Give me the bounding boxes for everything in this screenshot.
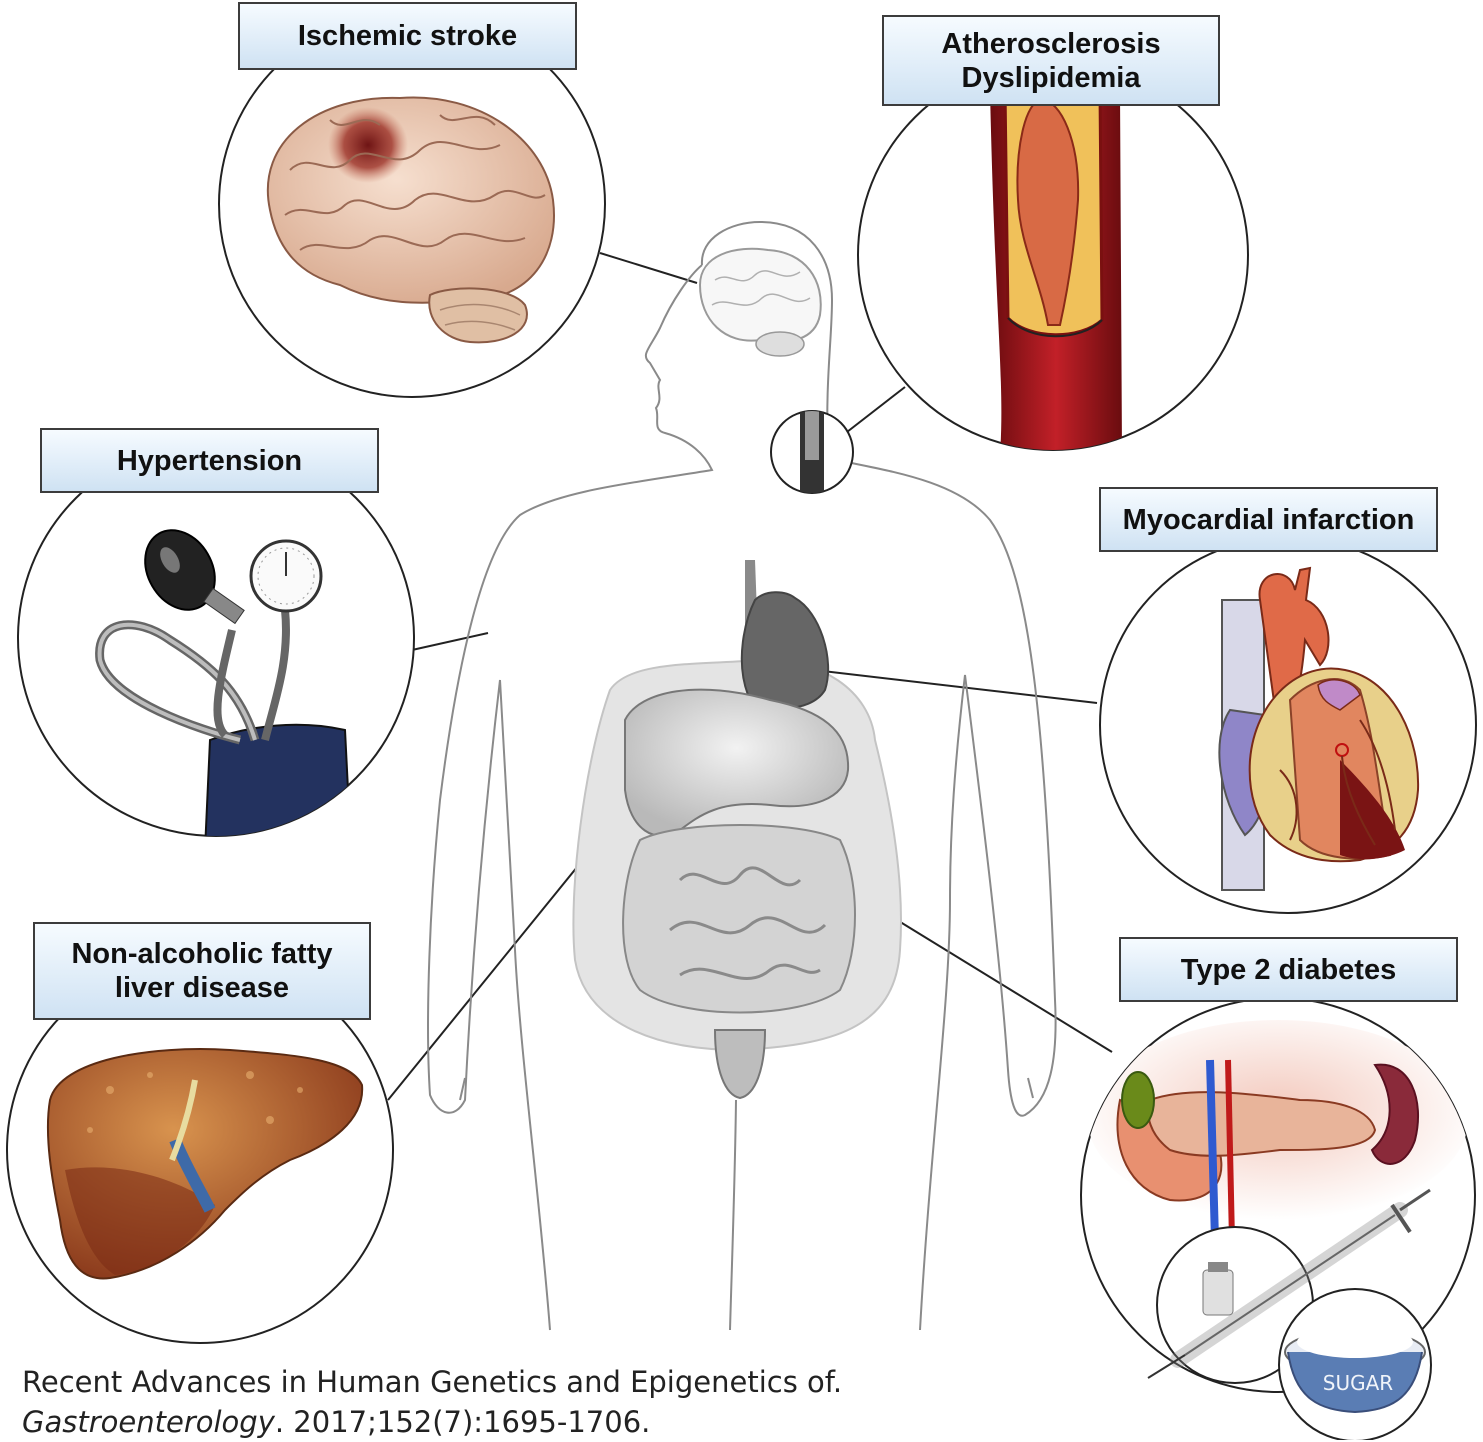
label-type2-diabetes: Type 2 diabetes: [1119, 937, 1458, 1002]
label-type2-diabetes-text: Type 2 diabetes: [1181, 953, 1396, 987]
citation-line2: Gastroenterology. 2017;152(7):1695-1706.: [22, 1402, 842, 1442]
heart-icon: [1100, 537, 1476, 913]
label-atherosclerosis-text: Atherosclerosis: [941, 27, 1160, 61]
label-nafld-line2: liver disease: [115, 971, 289, 1005]
citation-journal: Gastroenterology: [22, 1405, 275, 1439]
label-hypertension-text: Hypertension: [117, 444, 302, 478]
citation: Recent Advances in Human Genetics and Ep…: [22, 1362, 842, 1442]
label-dyslipidemia-text: Dyslipidemia: [962, 61, 1141, 95]
label-ischemic-stroke-text: Ischemic stroke: [298, 19, 517, 53]
citation-details: . 2017;152(7):1695-1706.: [275, 1405, 651, 1439]
label-myocardial-infarction-text: Myocardial infarction: [1123, 503, 1415, 537]
artery-icon: [858, 60, 1248, 455]
sugar-bowl-icon: [1279, 1289, 1431, 1440]
label-myocardial-infarction: Myocardial infarction: [1099, 487, 1438, 552]
label-nafld-line1: Non-alcoholic fatty: [71, 937, 332, 971]
label-ischemic-stroke: Ischemic stroke: [238, 2, 577, 70]
label-atherosclerosis-dyslipidemia: Atherosclerosis Dyslipidemia: [882, 15, 1220, 106]
label-hypertension: Hypertension: [40, 428, 379, 493]
citation-line1: Recent Advances in Human Genetics and Ep…: [22, 1362, 842, 1402]
blood-pressure-cuff-icon: [18, 440, 414, 850]
sugar-bowl-label: SUGAR: [1318, 1371, 1398, 1395]
label-nafld: Non-alcoholic fatty liver disease: [33, 922, 371, 1020]
internal-organs-icon: [573, 560, 901, 1098]
head-brain-icon: [700, 249, 821, 356]
